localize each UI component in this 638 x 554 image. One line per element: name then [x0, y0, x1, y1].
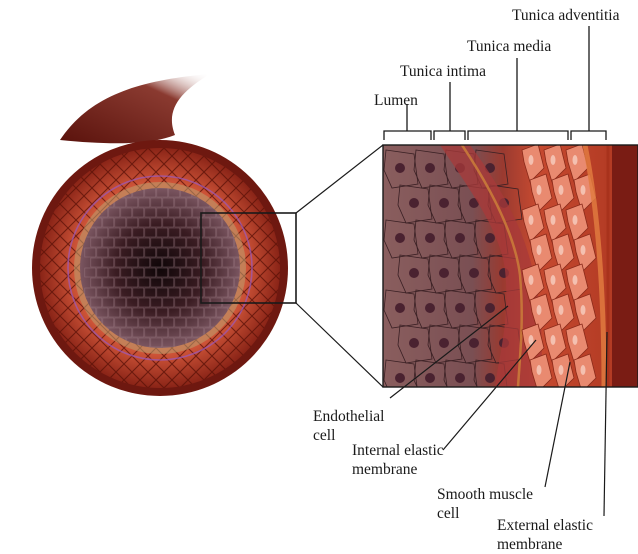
label-lumen: Lumen	[374, 91, 418, 110]
zoom-line-bottom	[296, 303, 383, 387]
label-tunica-media: Tunica media	[467, 37, 551, 56]
label-internal-elastic-membrane: Internal elastic membrane	[352, 441, 444, 479]
vessel-tail	[60, 74, 210, 143]
magnified-wall-panel	[383, 144, 638, 398]
label-tunica-adventitia: Tunica adventitia	[512, 6, 619, 25]
adventitia-bracket	[571, 26, 606, 140]
zoom-line-top	[296, 145, 383, 213]
intima-bracket	[434, 82, 465, 140]
label-tunica-intima: Tunica intima	[400, 62, 486, 81]
adventitia-band	[612, 145, 638, 387]
label-endothelial-cell: Endothelial cell	[313, 407, 384, 445]
label-external-elastic-membrane: External elastic membrane	[497, 516, 593, 554]
